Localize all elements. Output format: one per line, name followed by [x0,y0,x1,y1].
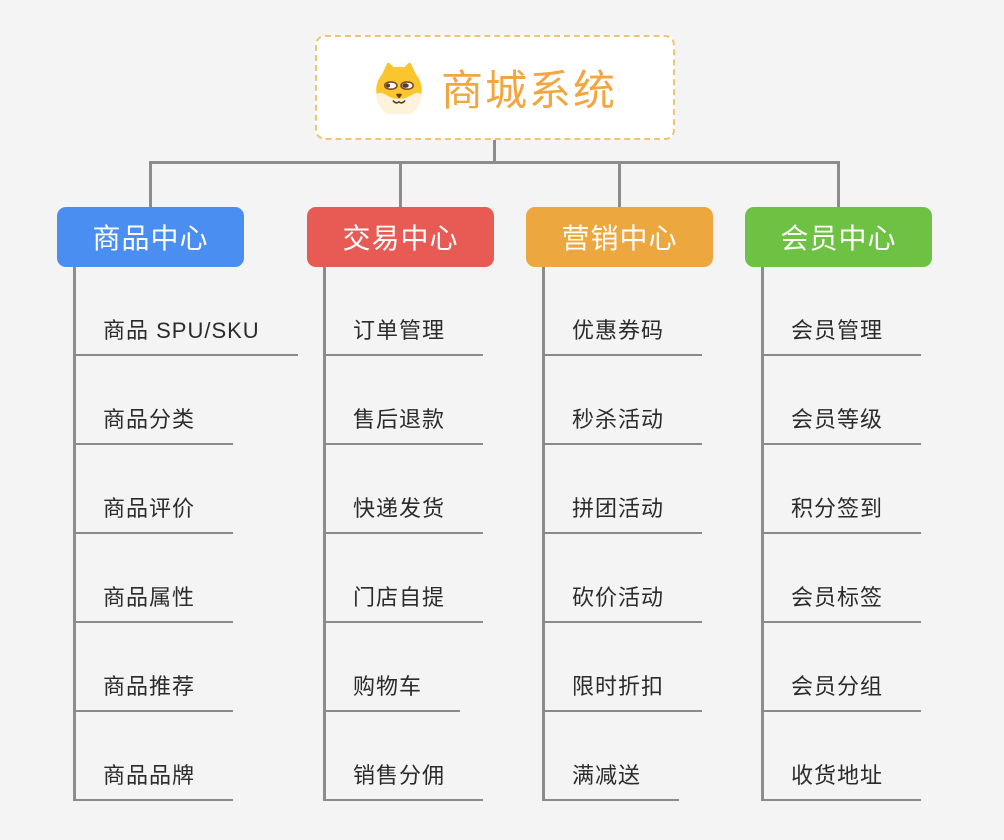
subtopic-label: 购物车 [353,674,423,699]
subtopic-item[interactable]: 秒杀活动 [542,356,703,445]
branch-trunk-line [323,267,326,801]
branch-node[interactable]: 营销中心 [526,207,713,267]
subtopic-item[interactable]: 收货地址 [761,712,922,801]
subtopic-item[interactable]: 会员分组 [761,623,922,712]
subtopic-label: 商品品牌 [103,763,196,788]
connector-horizontal-bus [149,161,840,164]
branch-trunk-line [73,267,76,801]
subtopic-label: 优惠券码 [572,318,665,343]
subtopic-label: 商品推荐 [103,674,196,699]
branch-node[interactable]: 会员中心 [745,207,932,267]
doge-icon [376,62,422,114]
subtopic-label: 秒杀活动 [572,407,665,432]
subtopic-label: 售后退款 [353,407,446,432]
branch-node-label: 营销中心 [561,223,678,254]
subtopic-label: 会员等级 [791,407,884,432]
subtopic-item[interactable]: 商品推荐 [73,623,234,712]
subtopic-item[interactable]: 会员管理 [761,267,922,356]
subtopic-label: 门店自提 [353,585,446,610]
subtopic-label: 销售分佣 [353,763,446,788]
subtopic-label: 满减送 [572,763,642,788]
branch-column: 商品 SPU/SKU 商品分类商品评价商品属性商品推荐商品品牌 [73,267,298,801]
subtopic-label: 订单管理 [353,318,446,343]
branch-trunk-line [542,267,545,801]
subtopic-item[interactable]: 拼团活动 [542,445,703,534]
branch-column: 优惠券码秒杀活动拼团活动砍价活动限时折扣满减送 [542,267,703,801]
subtopic-item[interactable]: 商品属性 [73,534,234,623]
subtopic-item[interactable]: 满减送 [542,712,680,801]
branch-node-label: 会员中心 [780,223,897,254]
connector-drop [837,161,840,208]
subtopic-item[interactable]: 快递发货 [323,445,484,534]
branch-node[interactable]: 交易中心 [307,207,494,267]
subtopic-label: 商品评价 [103,496,196,521]
subtopic-item[interactable]: 优惠券码 [542,267,703,356]
subtopic-item[interactable]: 会员等级 [761,356,922,445]
branch-node-label: 交易中心 [342,223,459,254]
subtopic-label: 快递发货 [353,496,446,521]
subtopic-item[interactable]: 门店自提 [323,534,484,623]
subtopic-label: 会员标签 [791,585,884,610]
subtopic-label: 会员管理 [791,318,884,343]
subtopic-label: 收货地址 [791,763,884,788]
subtopic-label: 限时折扣 [572,674,665,699]
subtopic-label: 会员分组 [791,674,884,699]
subtopic-item[interactable]: 售后退款 [323,356,484,445]
subtopic-item[interactable]: 会员标签 [761,534,922,623]
connector-root-stem [493,140,496,162]
branch-column: 会员管理会员等级积分签到会员标签会员分组收货地址 [761,267,922,801]
subtopic-item[interactable]: 订单管理 [323,267,484,356]
root-node[interactable]: 商城系统 [315,35,675,140]
subtopic-item[interactable]: 商品品牌 [73,712,234,801]
branch-node[interactable]: 商品中心 [57,207,244,267]
subtopic-item[interactable]: 砍价活动 [542,534,703,623]
subtopic-label: 商品分类 [103,407,196,432]
subtopic-item[interactable]: 销售分佣 [323,712,484,801]
subtopic-label: 商品属性 [103,585,196,610]
subtopic-label: 商品 SPU/SKU [103,318,260,343]
subtopic-item[interactable]: 限时折扣 [542,623,703,712]
root-title: 商城系统 [440,67,617,114]
branch-trunk-line [761,267,764,801]
subtopic-item[interactable]: 购物车 [323,623,461,712]
connector-drop [149,161,152,208]
connector-drop [399,161,402,208]
subtopic-item[interactable]: 商品 SPU/SKU [73,267,298,356]
subtopic-item[interactable]: 商品分类 [73,356,234,445]
subtopic-label: 砍价活动 [572,585,665,610]
subtopic-item[interactable]: 积分签到 [761,445,922,534]
branch-column: 订单管理售后退款快递发货门店自提购物车销售分佣 [323,267,484,801]
connector-drop [618,161,621,208]
subtopic-label: 拼团活动 [572,496,665,521]
subtopic-item[interactable]: 商品评价 [73,445,234,534]
subtopic-label: 积分签到 [791,496,884,521]
branch-node-label: 商品中心 [92,223,209,254]
